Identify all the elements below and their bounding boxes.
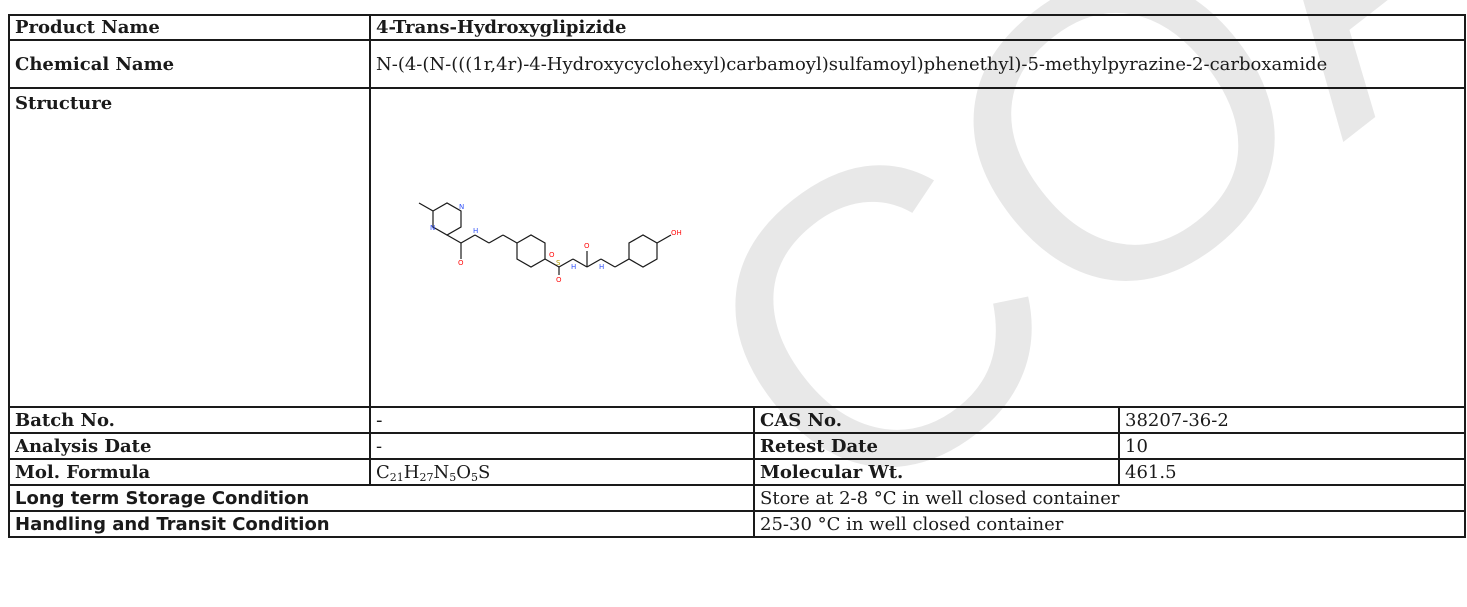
mol-formula-label: Mol. Formula (8, 458, 371, 486)
analysis-date-label: Analysis Date (8, 432, 371, 460)
batch-label: Batch No. (8, 406, 371, 434)
cas-value: 38207-36-2 (1118, 406, 1466, 434)
atom-n1: N (430, 224, 435, 232)
atom-nh-amide: H (473, 227, 478, 235)
atom-oh: OH (671, 229, 682, 237)
analysis-date-value: - (369, 432, 755, 460)
row-analysis-date: Analysis Date - Retest Date 10 (8, 432, 1466, 460)
formula-n: N (433, 461, 450, 483)
atom-o-urea: O (584, 242, 590, 250)
formula-n-count: 5 (449, 470, 457, 484)
row-storage: Long term Storage Condition Store at 2-8… (8, 484, 1466, 512)
formula-o: O (456, 461, 471, 483)
batch-value: - (369, 406, 755, 434)
molecular-wt-label: Molecular Wt. (753, 458, 1120, 486)
handling-value: 25-30 °C in well closed container (753, 510, 1466, 538)
formula-c-count: 21 (389, 470, 404, 484)
retest-date-value: 10 (1118, 432, 1466, 460)
atom-o-s1: O (556, 276, 562, 284)
storage-label: Long term Storage Condition (8, 484, 755, 512)
row-chemical-name: Chemical Name N-(4-(N-(((1r,4r)-4-Hydrox… (8, 39, 1466, 89)
row-product-name: Product Name 4-Trans-Hydroxyglipizide (8, 14, 1466, 41)
row-structure: Structure (8, 87, 1466, 408)
atom-nh-urea: H (599, 263, 604, 271)
product-name-value: 4-Trans-Hydroxyglipizide (369, 14, 1466, 41)
product-name-label: Product Name (8, 14, 371, 41)
formula-c: C (376, 461, 390, 483)
retest-date-label: Retest Date (753, 432, 1120, 460)
row-handling: Handling and Transit Condition 25-30 °C … (8, 510, 1466, 538)
cas-label: CAS No. (753, 406, 1120, 434)
chemical-name-value: N-(4-(N-(((1r,4r)-4-Hydroxycyclohexyl)ca… (369, 39, 1466, 89)
structure-cell: N N H O S O O H O H OH (369, 87, 1466, 408)
molecular-wt-value: 461.5 (1118, 458, 1466, 486)
formula-h: H (403, 461, 420, 483)
atom-nh-s: H (571, 263, 576, 271)
formula-h-count: 27 (419, 470, 434, 484)
coa-table: Product Name 4-Trans-Hydroxyglipizide Ch… (8, 14, 1466, 538)
row-batch: Batch No. - CAS No. 38207-36-2 (8, 406, 1466, 434)
handling-label: Handling and Transit Condition (8, 510, 755, 538)
formula-o-count: 5 (471, 470, 478, 484)
row-mol-formula: Mol. Formula C21H27N5O5S Molecular Wt. 4… (8, 458, 1466, 486)
atom-o-s2: O (549, 251, 555, 259)
chemical-structure-image: N N H O S O O H O H OH (418, 202, 682, 284)
storage-value: Store at 2-8 °C in well closed container (753, 484, 1466, 512)
chemical-name-label: Chemical Name (8, 39, 371, 89)
atom-s: S (556, 259, 561, 267)
formula-s: S (478, 461, 491, 483)
atom-n2: N (459, 203, 464, 211)
structure-label: Structure (8, 87, 371, 408)
atom-o-amide: O (458, 259, 464, 267)
mol-formula-value: C21H27N5O5S (369, 458, 755, 486)
